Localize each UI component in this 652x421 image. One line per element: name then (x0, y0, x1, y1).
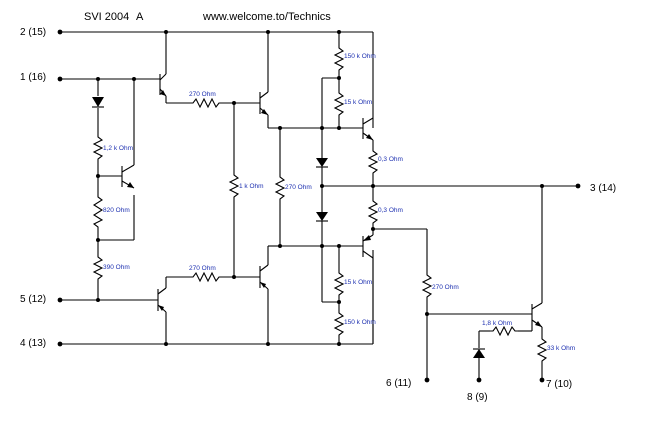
resistor-0-3-bottom (367, 198, 379, 224)
resistor-label: 390 Ohm (103, 264, 130, 271)
pin-4-label: 4 (13) (20, 338, 46, 349)
resistor-label: 150 k Ohm (344, 319, 376, 326)
resistor-label: 15 k Ohm (344, 279, 372, 286)
pin-3-label: 3 (14) (590, 183, 616, 194)
pin-2-label: 2 (15) (20, 27, 46, 38)
resistor-270-mid (274, 174, 286, 200)
resistor-label: 33 k Ohm (547, 345, 575, 352)
pin-7-label: 7 (10) (546, 379, 572, 390)
transistor-lower-output (362, 229, 374, 344)
resistor-label: 1,8 k Ohm (482, 320, 512, 327)
transistor-upper-driver (159, 32, 190, 104)
resistor-label: 270 Ohm (432, 284, 459, 291)
resistor-label: 15 k Ohm (344, 99, 372, 106)
pin-6-label: 6 (11) (386, 378, 411, 389)
resistor-1k (228, 172, 240, 198)
diode-bias-bottom (316, 212, 328, 222)
resistor-15k-top (333, 90, 345, 116)
resistor-label: 1,2 k Ohm (103, 145, 133, 152)
pin-5-label: 5 (12) (20, 294, 46, 305)
resistor-0-3-top (367, 148, 379, 174)
resistor-33k (536, 336, 548, 362)
resistor-150k-top (333, 45, 345, 71)
resistor-label: 0,3 Ohm (378, 156, 403, 163)
resistor-150k-bottom (333, 310, 345, 336)
input-1-wiring (57, 76, 160, 300)
transistor-lower-driver (157, 277, 167, 344)
diode-pin-8 (473, 348, 485, 358)
resistor-label: 1 k Ohm (239, 183, 264, 190)
transistor-upper-output (362, 117, 374, 148)
website-url: www.welcome.to/Technics (202, 11, 331, 23)
transistor-bias (121, 164, 135, 189)
part-number: SVI 2004 (84, 11, 129, 23)
diode-input (92, 97, 104, 108)
pin-1-label: 1 (16) (20, 72, 46, 83)
resistor-270-right (421, 272, 433, 298)
resistor-label: 0,3 Ohm (378, 207, 403, 214)
resistor-label: 150 k Ohm (344, 53, 376, 60)
resistor-label: 270 Ohm (189, 265, 216, 272)
resistor-390 (92, 254, 104, 280)
diode-bias-top (316, 158, 328, 168)
resistor-label: 820 Ohm (103, 207, 130, 214)
resistor-270-top (190, 97, 222, 109)
part-variant: A (136, 11, 144, 23)
resistor-820 (92, 194, 104, 228)
transistor-lower-predriver (259, 246, 269, 344)
resistor-270-bottom (190, 271, 222, 283)
resistor-15k-bottom (333, 270, 345, 296)
resistor-1-8k (490, 325, 518, 337)
resistor-1-2k (92, 134, 104, 160)
pin-8-label: 8 (9) (467, 392, 488, 403)
resistor-label: 270 Ohm (189, 91, 216, 98)
transistor-protection (531, 186, 543, 336)
resistor-label: 270 Ohm (285, 184, 312, 191)
transistor-upper-predriver (259, 32, 269, 128)
